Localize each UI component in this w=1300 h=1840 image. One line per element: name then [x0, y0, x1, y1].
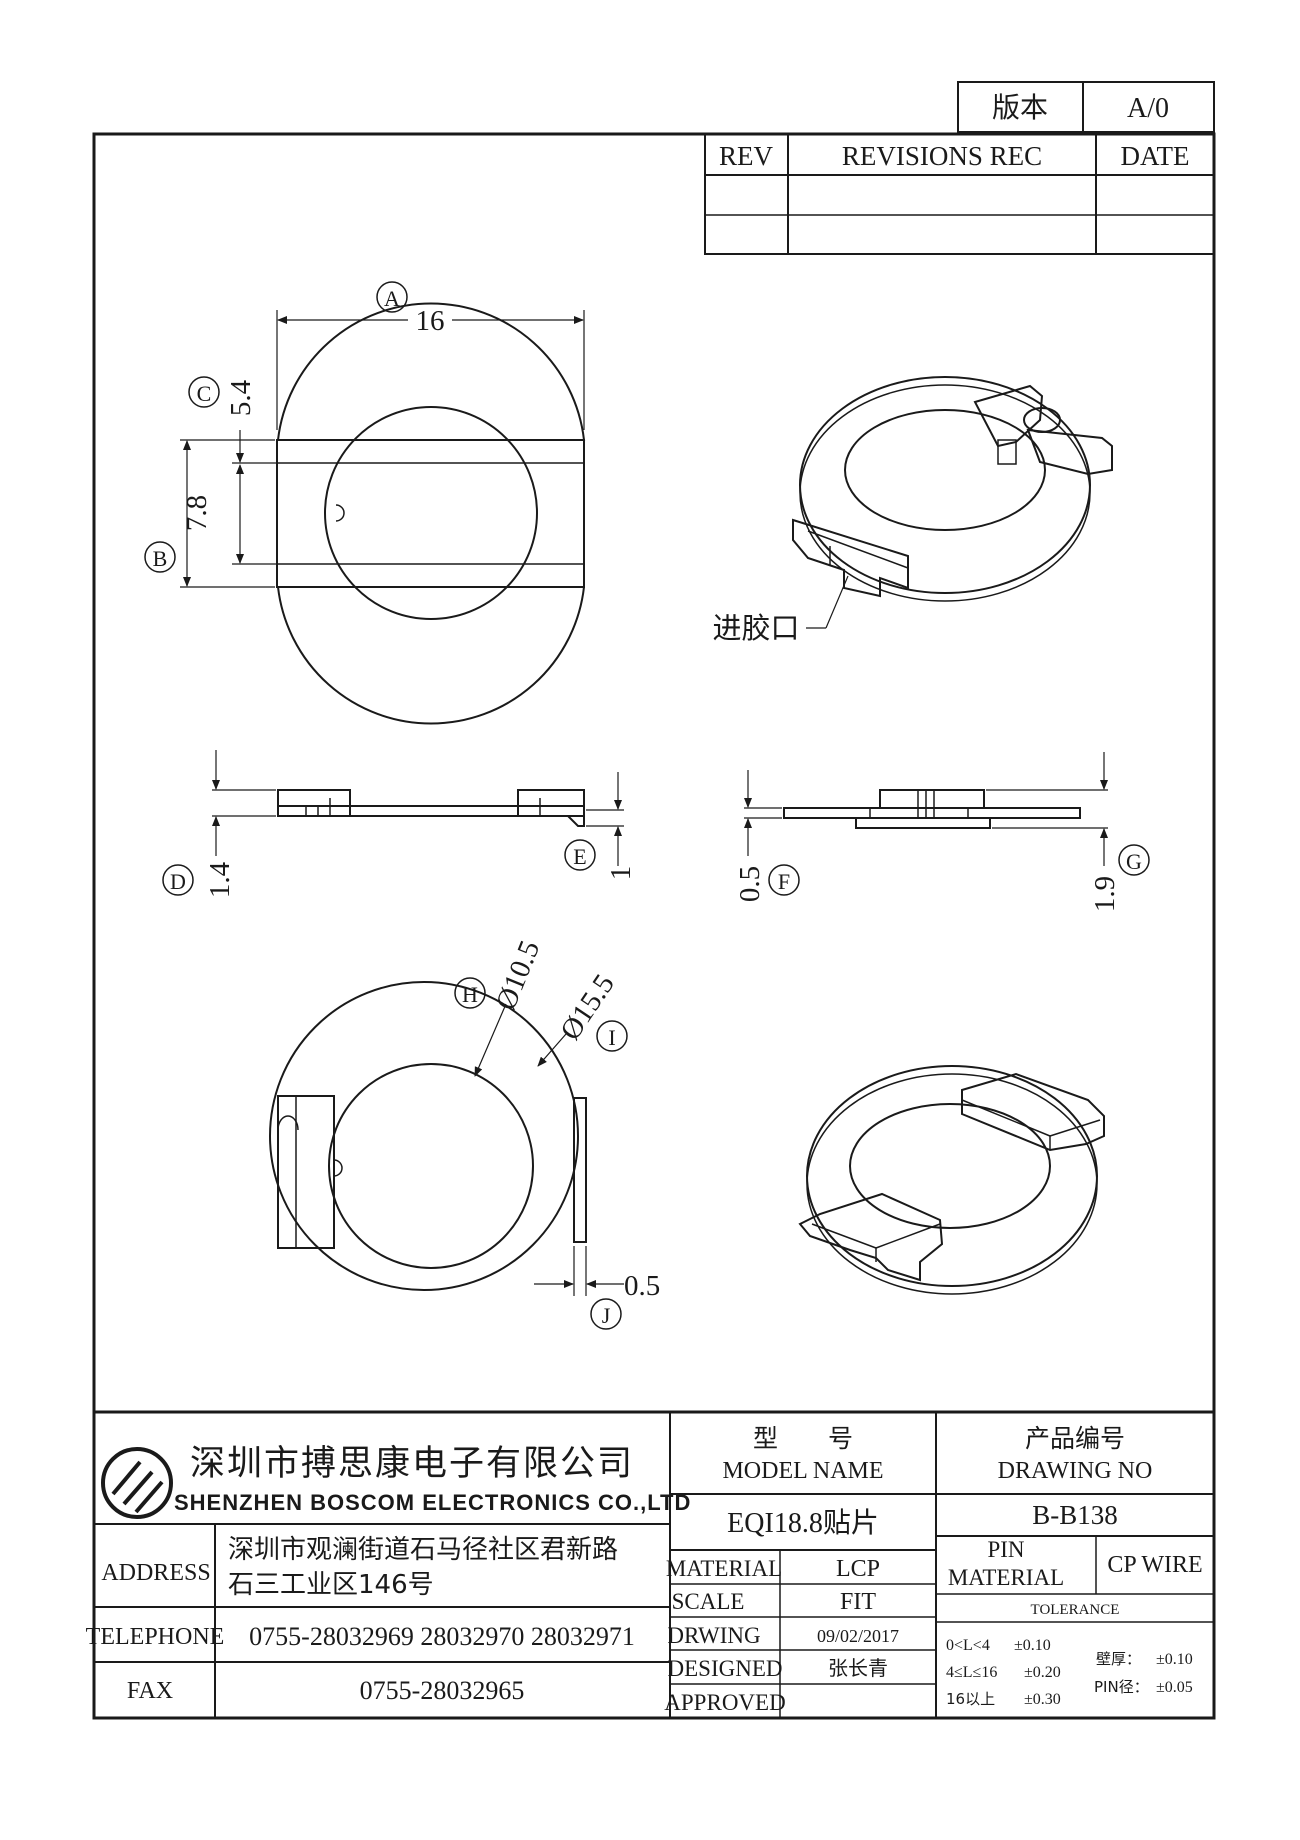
- scale-label: SCALE: [672, 1589, 745, 1614]
- wall-tolerance-value: ±0.10: [1156, 1651, 1193, 1668]
- dim-f-tag: F: [778, 869, 790, 894]
- company-logo: [101, 1447, 173, 1519]
- material-value: LCP: [836, 1556, 880, 1582]
- address-label: ADDRESS: [101, 1560, 210, 1586]
- revisions-table: REV REVISIONS REC DATE: [704, 133, 1215, 255]
- tolerance-value-1: ±0.10: [1014, 1637, 1051, 1654]
- dim-d-tag: D: [170, 869, 186, 894]
- dimension-e: 1 E: [564, 772, 637, 881]
- dim-h-tag: H: [462, 982, 478, 1007]
- gate-label: 进胶口: [712, 611, 799, 645]
- iso-view-top: [792, 376, 1113, 602]
- dimension-g: 1.9 G: [986, 752, 1150, 912]
- scale-value: FIT: [840, 1589, 876, 1615]
- dim-g-value: 1.9: [1089, 876, 1121, 912]
- tolerance-range-1: 0<L<4: [946, 1637, 990, 1654]
- fax-value: 0755-28032965: [360, 1676, 525, 1705]
- tolerance-value-3: ±0.30: [1024, 1691, 1061, 1708]
- dimension-j: 0.5 J: [534, 1246, 660, 1330]
- tolerance-label: TOLERANCE: [1031, 1602, 1120, 1618]
- model-value: EQI18.8贴片: [727, 1507, 879, 1539]
- approved-label: APPROVED: [664, 1690, 785, 1715]
- pin-material-value: CP WIRE: [1107, 1552, 1202, 1578]
- dim-i-tag: I: [608, 1025, 615, 1050]
- dimension-d: 1.4 D: [162, 750, 276, 898]
- rev-header: REV: [719, 141, 774, 171]
- gate-callout: 进胶口: [712, 575, 849, 645]
- wall-tolerance-label: 壁厚：: [1096, 1650, 1141, 1668]
- drawing-date: 09/02/2017: [817, 1626, 899, 1646]
- drawing-no-label-cn: 产品编号: [1025, 1424, 1125, 1453]
- title-block: [94, 1410, 1214, 1718]
- drawing-label: DRWING: [667, 1623, 760, 1648]
- model-label-en: MODEL NAME: [722, 1458, 883, 1484]
- dim-c-value: 5.4: [225, 379, 257, 416]
- iso-view-bottom: [798, 1065, 1105, 1295]
- address-line1: 深圳市观澜街道石马径社区君新路: [228, 1535, 618, 1565]
- dimension-c: 5.4 C: [188, 376, 276, 565]
- tolerance-range-2: 4≤L≤16: [946, 1664, 997, 1681]
- dimension-i: Ø15.5 I: [537, 969, 628, 1067]
- address-line2: 石三工业区146号: [228, 1570, 434, 1600]
- side-view-right: [783, 789, 1081, 829]
- side-view-front: [277, 789, 585, 827]
- top-view: [276, 302, 586, 725]
- tolerance-range-3: 16以上: [946, 1690, 995, 1708]
- fax-label: FAX: [127, 1678, 173, 1704]
- dim-j-value: 0.5: [624, 1270, 660, 1302]
- company-name-cn: 深圳市搏思康电子有限公司: [190, 1444, 634, 1484]
- dim-e-tag: E: [573, 844, 586, 869]
- dim-e-value: 1: [605, 866, 637, 881]
- tolerance-value-2: ±0.20: [1024, 1664, 1061, 1681]
- designed-label: DESIGNED: [668, 1656, 783, 1681]
- pin-tolerance-value: ±0.05: [1156, 1679, 1193, 1696]
- date-header: DATE: [1121, 141, 1190, 171]
- dimension-a: 16 A: [276, 281, 585, 430]
- telephone-value: 0755-28032969 28032970 28032971: [249, 1622, 635, 1651]
- dim-c-tag: C: [197, 381, 212, 406]
- dim-a-tag: A: [384, 286, 400, 311]
- pin-tolerance-label: PIN径：: [1094, 1678, 1149, 1696]
- pin-material-label-1: PIN: [987, 1537, 1024, 1562]
- company-name-en: SHENZHEN BOSCOM ELECTRONICS CO.,LTD: [174, 1490, 691, 1515]
- material-label: MATERIAL: [666, 1556, 782, 1581]
- dimension-b: 7.8 B: [144, 439, 275, 588]
- dim-j-tag: J: [602, 1303, 611, 1328]
- bottom-view: [269, 981, 587, 1291]
- version-value: A/0: [1127, 93, 1169, 124]
- telephone-label: TELEPHONE: [86, 1624, 225, 1650]
- dim-g-tag: G: [1126, 849, 1142, 874]
- dim-h-value: Ø10.5: [490, 936, 547, 1014]
- main-frame: [92, 132, 1216, 1720]
- dimension-f: 0.5 F: [734, 770, 800, 902]
- dim-b-tag: B: [153, 546, 168, 571]
- version-box: 版本 A/0: [957, 81, 1215, 133]
- dimension-h: Ø10.5 H: [454, 936, 547, 1077]
- drawing-no-value: B-B138: [1032, 1500, 1118, 1530]
- version-label: 版本: [992, 91, 1048, 124]
- designer-value: 张长青: [828, 1656, 888, 1680]
- dim-b-value: 7.8: [181, 495, 213, 531]
- drawing-no-label-en: DRAWING NO: [998, 1458, 1153, 1484]
- pin-material-label-2: MATERIAL: [948, 1565, 1064, 1590]
- dim-d-value: 1.4: [204, 861, 236, 898]
- revisions-rec-header: REVISIONS REC: [842, 141, 1042, 171]
- dim-a-value: 16: [416, 305, 445, 337]
- dim-f-value: 0.5: [734, 866, 766, 902]
- model-label-cn: 型 号: [753, 1424, 853, 1453]
